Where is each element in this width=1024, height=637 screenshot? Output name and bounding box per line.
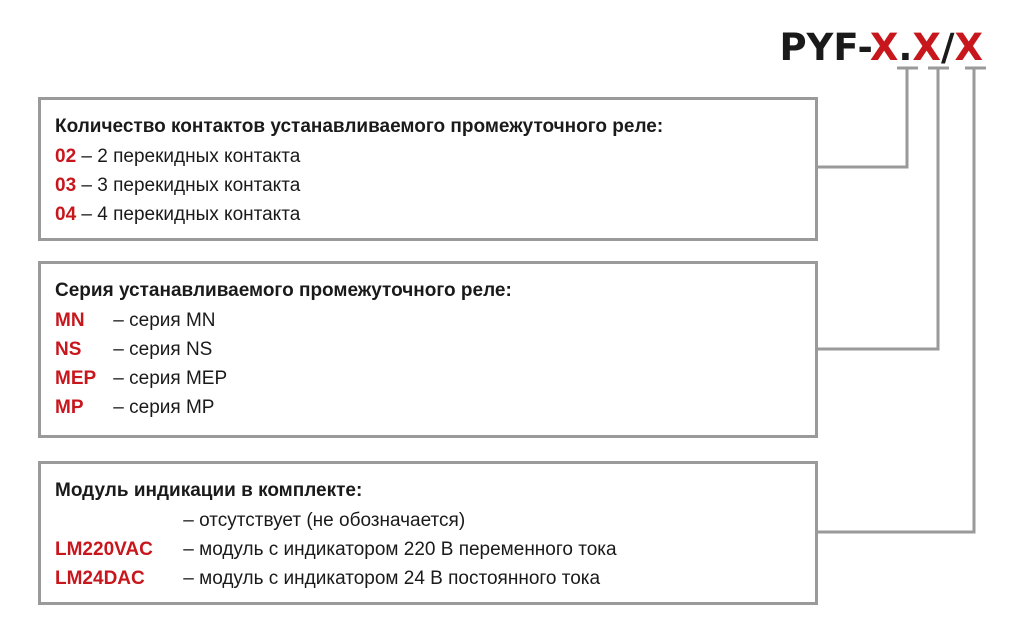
contacts-row: 04 – 4 перекидных контакта (55, 204, 300, 226)
row-desc: – 4 перекидных контакта (81, 204, 301, 225)
row-key: LM24DAC (55, 568, 145, 589)
series-row: NS – серия NS (55, 339, 212, 361)
code-slash: / (940, 26, 955, 69)
series-row: MP – серия MP (55, 397, 214, 419)
series-row: MN – серия MN (55, 310, 216, 332)
row-key: 03 (55, 175, 77, 196)
row-desc: – серия MP (113, 397, 215, 418)
row-desc: – 2 перекидных контакта (81, 146, 301, 167)
row-desc: – отсутствует (не обозначается) (183, 510, 466, 531)
row-desc: – серия MN (113, 310, 216, 331)
code-x-contacts: X (869, 26, 899, 69)
series-box: Серия устанавливаемого промежуточного ре… (38, 261, 818, 438)
indicator-row: LM220VAC – модуль с индикатором 220 В пе… (55, 539, 617, 561)
connector-box1 (818, 68, 909, 169)
row-desc: – модуль с индикатором 24 В постоянного … (183, 568, 601, 589)
indicator-title: Модуль индикации в комплекте: (55, 480, 363, 501)
connector-box3 (818, 68, 976, 534)
row-key: LM220VAC (55, 539, 153, 560)
code-x-module: X (954, 26, 983, 69)
code-dot: . (898, 26, 913, 69)
row-desc: – модуль с индикатором 220 В переменного… (183, 539, 617, 560)
indicator-box: Модуль индикации в комплекте: – отсутств… (38, 461, 818, 605)
code-x-series: X (912, 26, 941, 69)
series-row: MEP – серия MEP (55, 368, 227, 390)
indicator-row: LM24DAC – модуль с индикатором 24 В пост… (55, 568, 600, 590)
connector-box2 (818, 68, 940, 351)
contacts-row: 03 – 3 перекидных контакта (55, 175, 300, 197)
row-key: MN (55, 310, 85, 331)
row-desc: – серия MEP (113, 368, 228, 389)
row-desc: – 3 перекидных контакта (81, 175, 301, 196)
row-key: NS (55, 339, 82, 360)
model-code: PYF-X.X/X (779, 26, 983, 70)
row-key: MP (55, 397, 84, 418)
row-desc: – серия NS (113, 339, 213, 360)
row-key: 04 (55, 204, 77, 225)
row-key: MEP (55, 368, 97, 389)
contacts-title: Количество контактов устанавливаемого пр… (55, 116, 664, 137)
row-key: 02 (55, 146, 77, 167)
contacts-box: Количество контактов устанавливаемого пр… (38, 97, 818, 241)
contacts-row: 02 – 2 перекидных контакта (55, 146, 300, 168)
indicator-row: – отсутствует (не обозначается) (55, 510, 465, 532)
code-prefix: PYF- (779, 26, 870, 69)
series-title: Серия устанавливаемого промежуточного ре… (55, 280, 512, 301)
